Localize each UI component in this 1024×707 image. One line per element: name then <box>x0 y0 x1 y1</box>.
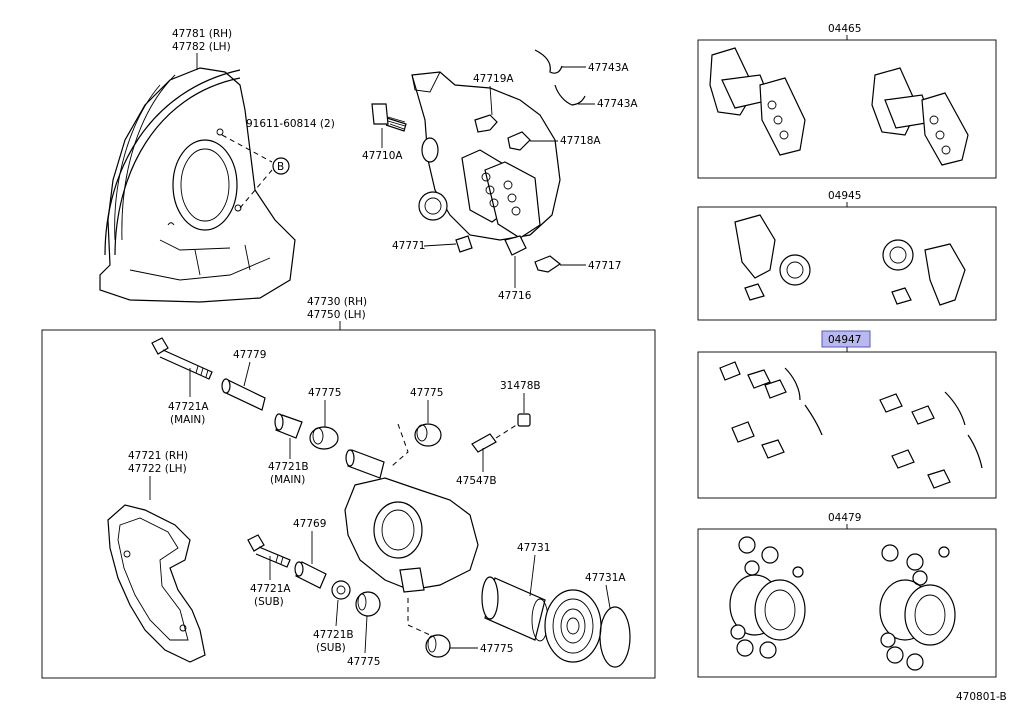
label-31478b[interactable]: 31478B <box>500 380 541 392</box>
label-47721b-main[interactable]: 47721B <box>268 461 309 473</box>
label-47721b-sub[interactable]: 47721B <box>313 629 354 641</box>
spring-47743a-upper-drawing[interactable] <box>534 49 563 74</box>
label-47722[interactable]: 47722 (LH) <box>128 463 187 475</box>
label-47779[interactable]: 47779 <box>233 349 266 361</box>
guide-pin-sleeve-drawing[interactable] <box>345 449 385 479</box>
callout-b-circle <box>272 157 290 175</box>
clip-kit-04947-drawing[interactable] <box>719 361 983 489</box>
label-47775-a[interactable]: 47775 <box>308 387 341 399</box>
caliper-assembly-frame <box>41 329 656 679</box>
label-47731a[interactable]: 47731A <box>585 572 626 584</box>
label-47721a-sub-sub[interactable]: (SUB) <box>254 596 284 608</box>
boot-47775-c-drawing[interactable] <box>355 591 381 617</box>
shim-kit-04945-drawing[interactable] <box>734 214 966 306</box>
shim-47771-drawing[interactable] <box>418 191 473 253</box>
caliper-body-drawing[interactable] <box>344 477 479 593</box>
caliper-top-drawing[interactable] <box>411 71 561 241</box>
label-47547b[interactable]: 47547B <box>456 475 497 487</box>
label-47710a[interactable]: 47710A <box>362 150 403 162</box>
label-47721a-main[interactable]: 47721A <box>168 401 209 413</box>
dust-shield-drawing[interactable] <box>99 67 296 303</box>
label-47769[interactable]: 47769 <box>293 518 326 530</box>
diagram-id: 470801-B <box>956 691 1007 703</box>
sleeve-47779-drawing[interactable] <box>221 378 266 411</box>
label-47721b-sub-sub[interactable]: (SUB) <box>316 642 346 654</box>
label-47781[interactable]: 47781 (RH) <box>172 28 232 40</box>
seal-kit-04479-drawing[interactable] <box>729 536 956 671</box>
kit-04945-frame <box>697 206 997 321</box>
sleeve-47769-drawing[interactable] <box>294 561 327 589</box>
label-47719a[interactable]: 47719A <box>473 73 514 85</box>
seal-47731a-drawing[interactable] <box>599 606 631 668</box>
bolt-47721a-main-drawing[interactable] <box>151 337 213 380</box>
clip-47719a-drawing[interactable] <box>474 114 498 133</box>
label-47775-b[interactable]: 47775 <box>410 387 443 399</box>
label-kit-04945[interactable]: 04945 <box>828 190 861 202</box>
bushing-47721b-main-drawing[interactable] <box>274 413 303 439</box>
kit-04947-highlight <box>821 330 871 348</box>
cap-31478b-drawing[interactable] <box>517 413 531 427</box>
kit-04465-frame <box>697 39 997 179</box>
kit-04947-frame <box>697 351 997 499</box>
label-47775-c[interactable]: 47775 <box>347 656 380 668</box>
piston-boot-drawing[interactable] <box>544 589 602 663</box>
label-47782[interactable]: 47782 (LH) <box>172 41 231 53</box>
clip-47716-drawing[interactable] <box>504 235 527 256</box>
label-47730[interactable]: 47730 (RH) <box>307 296 367 308</box>
pad-kit-04465-drawing[interactable] <box>709 47 969 166</box>
label-kit-04465[interactable]: 04465 <box>828 23 861 35</box>
callout-b-letter: B <box>277 161 284 173</box>
boot-47775-d-drawing[interactable] <box>425 634 451 658</box>
bolt-47721a-sub-drawing[interactable] <box>247 534 291 568</box>
label-47750[interactable]: 47750 (LH) <box>307 309 366 321</box>
label-47721b-main-sub[interactable]: (MAIN) <box>270 474 305 486</box>
boot-47775-b-drawing[interactable] <box>414 423 442 447</box>
kit-04479-frame <box>697 528 997 678</box>
label-kit-04479[interactable]: 04479 <box>828 512 861 524</box>
clip-47718a-drawing[interactable] <box>507 131 531 151</box>
bushing-47721b-sub-drawing[interactable] <box>331 580 351 600</box>
piston-47731-drawing[interactable] <box>481 576 549 642</box>
label-91611-60814[interactable]: 91611-60814 (2) <box>246 118 335 130</box>
label-47721[interactable]: 47721 (RH) <box>128 450 188 462</box>
label-47775-d[interactable]: 47775 <box>480 643 513 655</box>
label-47718a[interactable]: 47718A <box>560 135 601 147</box>
bleeder-47547b-drawing[interactable] <box>471 433 497 453</box>
label-47771[interactable]: 47771 <box>392 240 425 252</box>
spring-47743a-lower-drawing[interactable] <box>554 84 586 106</box>
clip-47717-drawing[interactable] <box>534 255 562 273</box>
label-47743a-upper[interactable]: 47743A <box>588 62 629 74</box>
label-47721a-sub[interactable]: 47721A <box>250 583 291 595</box>
label-47716[interactable]: 47716 <box>498 290 532 302</box>
label-47721a-main-sub[interactable]: (MAIN) <box>170 414 205 426</box>
mounting-bracket-drawing[interactable] <box>107 504 206 663</box>
label-47743a-lower[interactable]: 47743A <box>597 98 638 110</box>
label-kit-04947[interactable]: 04947 <box>828 334 861 346</box>
boot-47775-a-drawing[interactable] <box>309 426 339 450</box>
label-47717[interactable]: 47717 <box>588 260 621 272</box>
label-47731[interactable]: 47731 <box>517 542 550 554</box>
bolt-47710a-drawing[interactable] <box>371 103 407 132</box>
